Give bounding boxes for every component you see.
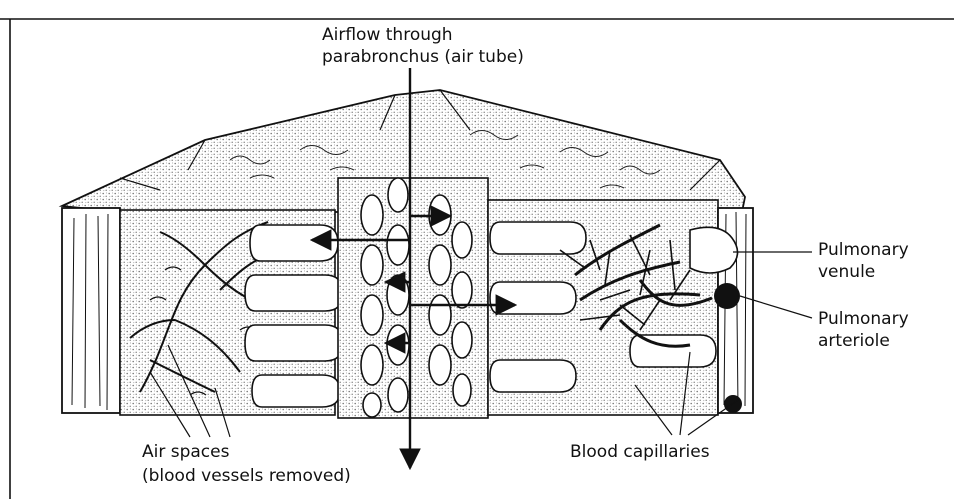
arteriole-label-line1: Pulmonary [818,309,909,329]
right-tissue-block [488,200,718,415]
venule-label-line1: Pulmonary [818,240,909,260]
venule-label-line2: venule [818,262,875,282]
air-spaces-label-line2: (blood vessels removed) [142,466,351,486]
left-outer-wall [62,208,120,413]
arteriole-label-line2: arteriole [818,331,890,351]
airflow-label-line2: parabronchus (air tube) [322,47,524,67]
capillaries-label: Blood capillaries [570,442,710,462]
parabronchus-wall [338,178,488,418]
air-spaces-label-line1: Air spaces [142,442,230,462]
airflow-label-line1: Airflow through [322,25,453,45]
